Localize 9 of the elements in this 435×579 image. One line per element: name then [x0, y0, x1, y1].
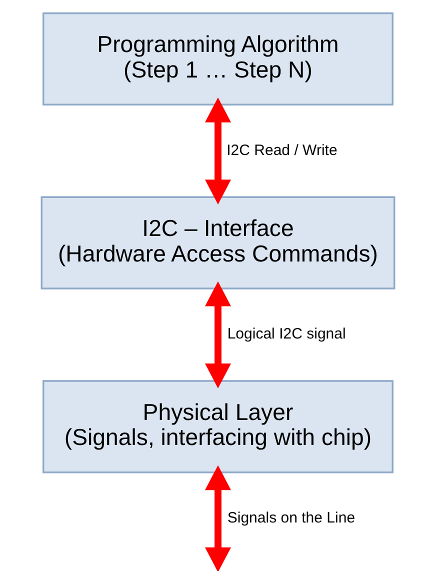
arrow: [204, 281, 231, 388]
edge-label: Signals on the Line: [226, 510, 355, 527]
arrow: [204, 98, 231, 204]
node-box: Programming Algorithm (Step 1 … Step N): [42, 12, 393, 106]
node-box: Physical Layer (Signals, interfacing with chip): [42, 380, 393, 474]
edge-label: Logical I2C signal: [226, 326, 346, 343]
arrow: [204, 465, 231, 571]
edge-label: I2C Read / Write: [226, 142, 337, 159]
node-box: I2C – Interface (Hardware Access Commands): [40, 196, 395, 290]
